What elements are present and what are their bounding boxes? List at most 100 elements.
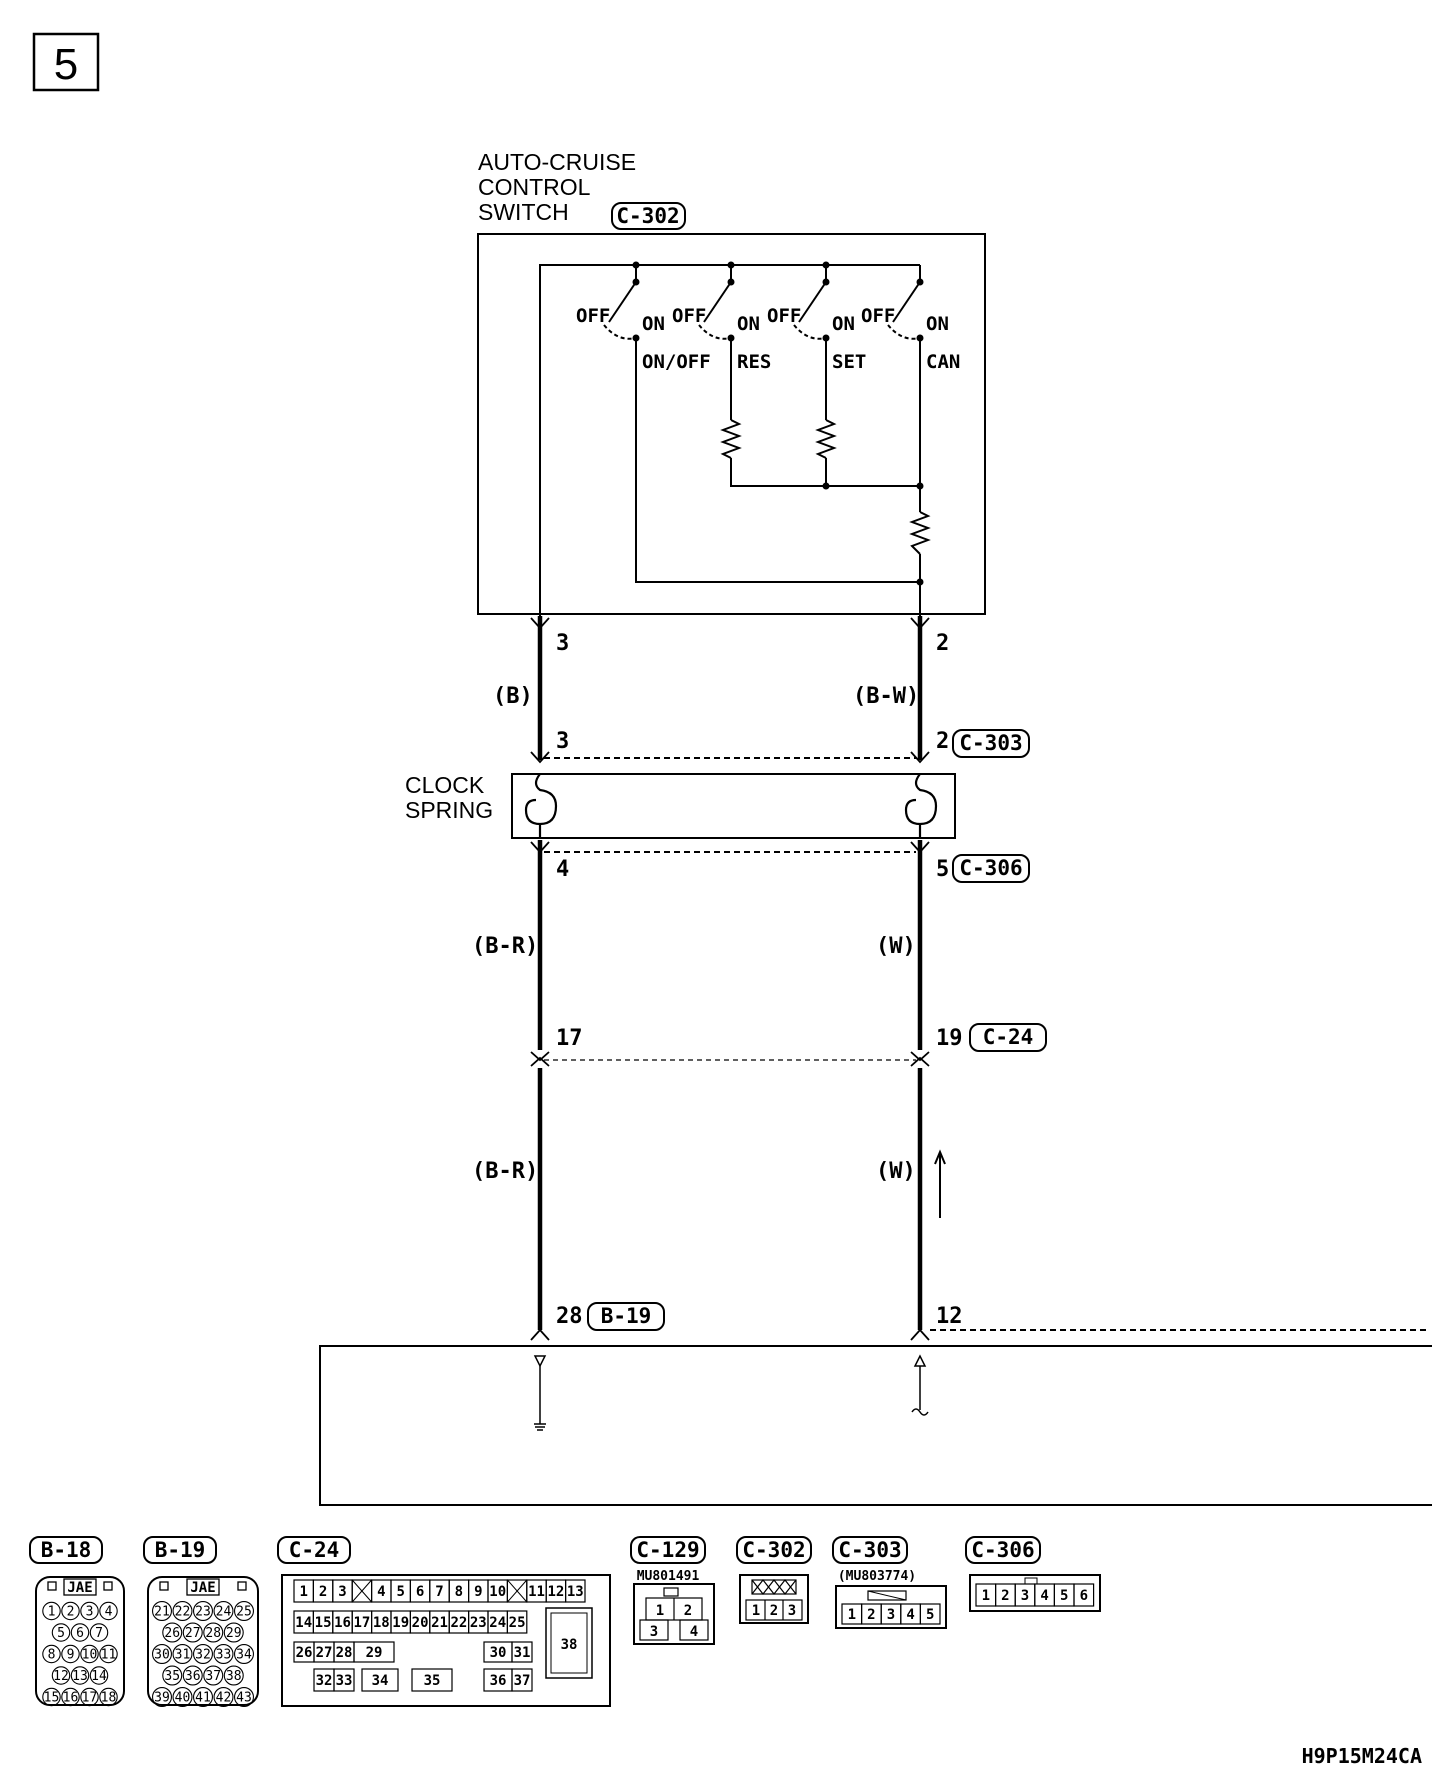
- c24-pin-24: 24: [489, 1615, 506, 1631]
- c24-pin-30: 30: [490, 1645, 507, 1661]
- b18-pin-9-circle: [61, 1644, 80, 1664]
- b19-pin-38-circle: [223, 1665, 244, 1686]
- c24-pin-10: 10: [489, 1584, 506, 1600]
- c24-pin-2: 2: [319, 1584, 327, 1600]
- b18-pin-15-circle: [42, 1687, 61, 1707]
- c303-pin-2: 2: [867, 1607, 875, 1623]
- clock-spring-box: [511, 773, 956, 839]
- b19-pin-40: 40: [175, 1691, 191, 1706]
- b18-pin-9: 9: [67, 1648, 75, 1663]
- view-tag-c129: C-129: [630, 1536, 706, 1564]
- c24-pin-34: 34: [372, 1673, 389, 1689]
- b18-pin-18: 18: [101, 1691, 117, 1706]
- left-pin-c303: 3: [556, 729, 569, 754]
- switch-junction-dots: [632, 261, 924, 586]
- c24-pin-21: 21: [431, 1615, 448, 1631]
- c24-pin-9: 9: [474, 1584, 482, 1600]
- right-pin-c306: 5: [936, 857, 949, 882]
- svg-text:4: 4: [690, 1624, 698, 1640]
- ground-symbol: [533, 1355, 547, 1431]
- b19-pin-39: 39: [154, 1691, 170, 1706]
- input-symbol: [911, 1354, 929, 1416]
- left-wire-color-mid: (B-R): [472, 934, 538, 959]
- switch-name-can: CAN: [926, 351, 960, 373]
- c303-part-number: (MU803774): [838, 1569, 916, 1584]
- b19-pin-22-circle: [172, 1601, 193, 1622]
- c24-cell-29: [353, 1641, 395, 1663]
- b19-pin-24-circle: [213, 1601, 234, 1622]
- b19-pin-28-circle: [203, 1622, 224, 1643]
- left-wire-color-upper: (B): [493, 684, 533, 709]
- c24-pin-18: 18: [373, 1615, 390, 1631]
- b18-pin-16-circle: [61, 1687, 80, 1707]
- b19-pin-30-circle: [152, 1644, 173, 1665]
- b19-pin-31-circle: [172, 1644, 193, 1665]
- left-pin-switch: 3: [556, 631, 569, 656]
- b19-pin-23-circle: [193, 1601, 214, 1622]
- b18-pin-8-circle: [42, 1644, 61, 1664]
- left-wire-color-lower: (B-R): [472, 1159, 538, 1184]
- b19-pin-37-circle: [203, 1665, 224, 1686]
- b19-pin-22: 22: [175, 1605, 191, 1620]
- view-tag-b19: B-19: [143, 1536, 217, 1564]
- harness-wires: [537, 616, 923, 1330]
- switch-on-label-4: ON: [926, 313, 949, 335]
- b19-pin-38: 38: [226, 1669, 242, 1684]
- svg-text:1: 1: [656, 1603, 664, 1619]
- figure-code: H9P15M24CA: [1302, 1744, 1422, 1768]
- svg-text:C-302: C-302: [742, 1538, 805, 1562]
- c24-pin-26: 26: [296, 1645, 313, 1661]
- svg-text:3: 3: [788, 1603, 796, 1619]
- c24-pin-28: 28: [336, 1645, 353, 1661]
- svg-text:2: 2: [770, 1603, 778, 1619]
- c306-pin-6-cell: [1073, 1583, 1095, 1607]
- switch-on-label-3: ON: [832, 313, 855, 335]
- clock-spring-coils: [524, 773, 938, 838]
- c303-pin-3: 3: [887, 1607, 895, 1623]
- svg-text:C-306: C-306: [971, 1538, 1034, 1562]
- c24-cell-25: [506, 1610, 528, 1634]
- switch-connector-tag: C-302: [611, 202, 686, 230]
- c24-pin-22: 22: [450, 1615, 467, 1631]
- c24-cell-35: [411, 1668, 453, 1692]
- b19-pin-25-circle: [234, 1601, 255, 1622]
- b19-pin-29: 29: [226, 1626, 242, 1641]
- svg-text:2: 2: [684, 1603, 692, 1619]
- connector-tag-c306: C-306: [952, 854, 1030, 883]
- right-wire-color-mid: (W): [876, 934, 916, 959]
- c24-pin-14: 14: [295, 1615, 312, 1631]
- c306-pin-5: 5: [1060, 1588, 1068, 1604]
- c24-cell-37: [511, 1668, 533, 1692]
- c24-pin-6: 6: [416, 1584, 424, 1600]
- dashed-connector-lines: [544, 757, 1430, 1331]
- b19-pin-24: 24: [216, 1605, 232, 1620]
- b19-pin-34: 34: [236, 1648, 252, 1663]
- c24-pin-38: 38: [561, 1637, 578, 1653]
- b19-pin-41-circle: [193, 1687, 214, 1708]
- b19-pin-28: 28: [205, 1626, 221, 1641]
- b18-pin-17-circle: [80, 1687, 99, 1707]
- svg-text:C-24: C-24: [983, 1025, 1034, 1049]
- b18-pin-13-circle: [70, 1666, 90, 1685]
- clock-spring-label-1: CLOCK: [405, 772, 485, 798]
- b18-pin-10-circle: [80, 1644, 99, 1664]
- switch-name-set: SET: [832, 351, 866, 373]
- svg-text:3: 3: [650, 1624, 658, 1640]
- right-wire-color-upper: (B-W): [853, 684, 919, 709]
- c24-pin-7: 7: [435, 1584, 443, 1600]
- b18-pin-1-circle: [42, 1601, 61, 1621]
- signal-direction-arrow: [934, 1149, 946, 1218]
- c24-pin-20: 20: [412, 1615, 429, 1631]
- c24-pin-35: 35: [424, 1673, 441, 1689]
- connector-face-c129: MU801491 1 2 3 4: [633, 1569, 715, 1645]
- c303-pin-1: 1: [848, 1607, 856, 1623]
- c306-pin-4: 4: [1040, 1588, 1048, 1604]
- page-number: 5: [54, 40, 78, 89]
- c24-pin-27: 27: [316, 1645, 333, 1661]
- connector-views: B-18 B-19 C-24 C-129 C-302 C-303 C-306: [29, 1536, 1101, 1708]
- connector-tag-c24: C-24: [969, 1023, 1047, 1052]
- b19-pin-33: 33: [216, 1648, 232, 1663]
- b18-pin-8: 8: [48, 1648, 56, 1663]
